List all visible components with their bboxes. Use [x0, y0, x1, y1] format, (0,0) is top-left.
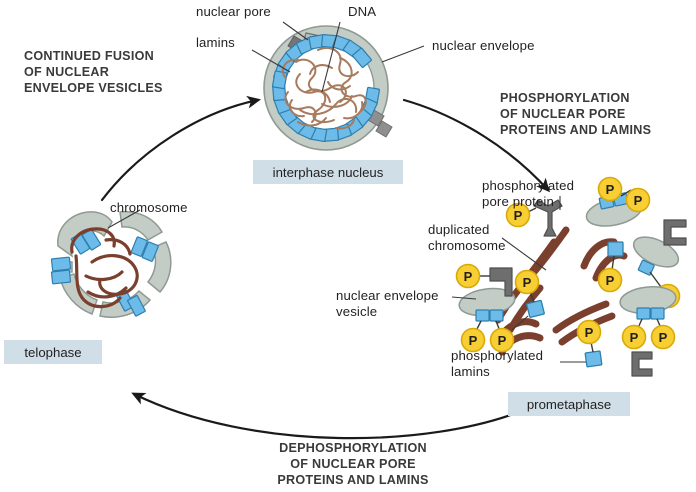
svg-text:P: P	[630, 330, 639, 345]
interphase-nucleus-graphic	[263, 21, 393, 151]
phosphorylated-lamin: P	[597, 241, 624, 293]
nuclear-envelope-vesicle: P P	[619, 285, 677, 350]
leader-duplicated-chromosome	[501, 237, 547, 271]
svg-text:P: P	[498, 333, 507, 348]
nuclear-envelope-vesicle: P P	[585, 176, 651, 227]
callout-chromosome: chromosome	[110, 200, 188, 215]
telophase-lamins	[50, 228, 159, 317]
phosphate-group: P	[650, 324, 676, 350]
callout-lamins: lamins	[196, 35, 235, 50]
callout-dna: DNA	[348, 4, 377, 19]
leader-ne-vesicle	[451, 296, 477, 300]
phosphate-group: P	[505, 202, 531, 228]
arrow-interphase-to-prometaphase	[402, 98, 551, 193]
svg-text:P: P	[523, 275, 532, 290]
callout-nuclear-pore: nuclear pore	[196, 4, 271, 19]
leader-lamins	[251, 49, 291, 73]
telophase-chromosomes	[70, 227, 139, 309]
pore-protein-glyph	[663, 219, 687, 246]
process-label-continued-fusion: CONTINUED FUSION OF NUCLEAR ENVELOPE VES…	[24, 49, 163, 95]
leader-nuclear-pore	[282, 21, 309, 41]
phosphate-group: P	[597, 267, 623, 293]
callout-nuclear-envelope-vesicle: nuclear envelope vesicle	[336, 288, 439, 319]
callout-phosphorylated-pore-protein: phosphorylated pore protein	[482, 178, 575, 209]
leader-nuclear-envelope	[381, 45, 425, 63]
svg-text:P: P	[634, 193, 643, 208]
dna-chromatin	[281, 46, 367, 130]
stage-label-telophase: telophase	[4, 340, 102, 364]
phosphate-group: P	[514, 269, 540, 295]
svg-text:P: P	[469, 333, 478, 348]
cycle-arrows	[100, 95, 551, 440]
stage-label-interphase-nucleus: interphase nucleus	[253, 160, 403, 184]
svg-text:P: P	[606, 273, 615, 288]
phosphate-group: P	[455, 263, 481, 289]
process-label-dephosphorylation: DEPHOSPHORYLATION OF NUCLEAR PORE PROTEI…	[277, 441, 429, 487]
phosphate-group: P	[576, 319, 602, 345]
arrow-telophase-to-interphase	[100, 95, 262, 202]
svg-text:P: P	[659, 330, 668, 345]
phosphate-group: P	[621, 324, 647, 350]
phosphorylated-pore-protein: P	[505, 199, 563, 237]
arrow-prometaphase-to-telophase	[131, 392, 526, 440]
prometaphase-graphic: P P P	[455, 176, 687, 377]
stage-label-prometaphase: prometaphase	[508, 392, 630, 416]
phosphorylated-lamin: P	[560, 319, 603, 368]
phosphate-group: P	[489, 327, 515, 353]
svg-text:P: P	[606, 182, 615, 197]
phosphorylated-pore-protein: P	[455, 263, 513, 297]
svg-text:P: P	[585, 325, 594, 340]
svg-text:P: P	[464, 269, 473, 284]
callout-leader-lines	[251, 21, 561, 300]
callout-phosphorylated-lamins: phosphorylated lamins	[451, 348, 544, 379]
svg-text:P: P	[514, 208, 523, 223]
nuclear-envelope-vesicle: P P	[458, 287, 516, 353]
callout-nuclear-envelope: nuclear envelope	[432, 38, 535, 53]
phosphorylated-lamin: P	[511, 269, 545, 331]
phosphate-group: P	[460, 327, 486, 353]
process-label-phosphorylation: PHOSPHORYLATION OF NUCLEAR PORE PROTEINS…	[500, 91, 652, 137]
phosphate-group: P	[625, 187, 651, 213]
pore-protein-glyph	[631, 351, 653, 377]
callout-duplicated-chromosome: duplicated chromosome	[428, 222, 506, 253]
telophase-graphic	[50, 209, 172, 318]
phosphate-group: P	[597, 176, 623, 202]
